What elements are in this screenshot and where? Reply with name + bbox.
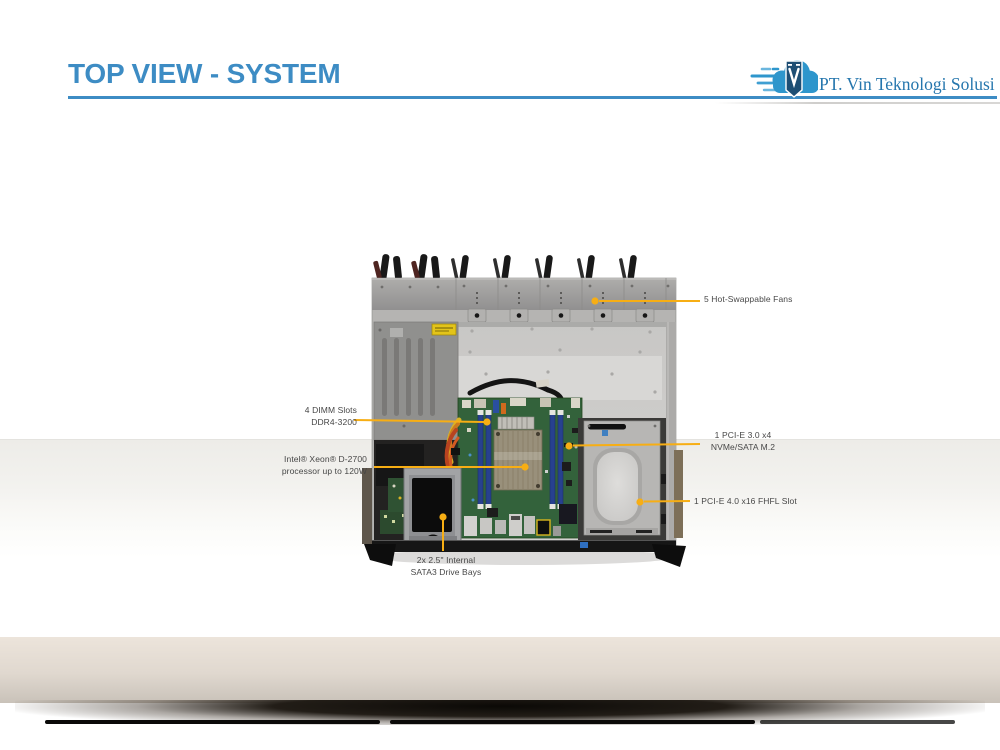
psu-vent-panel <box>373 321 459 441</box>
page-title: TOP VIEW - SYSTEM <box>68 58 341 89</box>
fan-handles <box>373 254 637 281</box>
drive-bay <box>403 467 462 552</box>
header-accent-line <box>715 102 1000 104</box>
expansion-slot-tray <box>578 418 668 540</box>
cloud-v-icon <box>750 60 818 98</box>
callout-processor: Intel® Xeon® D-2700 processor up to 120W <box>281 454 367 476</box>
background-band-desk <box>0 637 1000 703</box>
desk-edge-bar <box>45 720 380 724</box>
company-logo: PT. Vin Teknologi Solusi <box>746 52 1000 100</box>
callout-dimm-slots: 4 DIMM Slots DDR4-3200 <box>304 405 357 427</box>
dimm-slots <box>477 410 564 509</box>
callout-pcie-slot: 1 PCI-E 4.0 x16 FHFL Slot <box>694 496 797 506</box>
desk-edge-bar <box>390 720 755 724</box>
company-name: PT. Vin Teknologi Solusi <box>819 74 995 94</box>
io-connectors <box>464 514 561 536</box>
fan-housing <box>372 278 676 323</box>
callout-fans: 5 Hot-Swappable Fans <box>704 294 793 304</box>
chassis-bottom-rail <box>364 540 686 567</box>
callout-drive-bays: 2x 2.5" Internal SATA3 Drive Bays <box>410 555 482 577</box>
title-underline <box>68 96 997 99</box>
callout-m2-slot: 1 PCI-E 3.0 x4 NVMe/SATA M.2 <box>710 430 776 452</box>
desk-edge-bar <box>760 720 955 724</box>
cpu-heatsink <box>493 429 543 491</box>
server-top-view-photo <box>362 254 686 567</box>
motherboard <box>457 397 583 539</box>
